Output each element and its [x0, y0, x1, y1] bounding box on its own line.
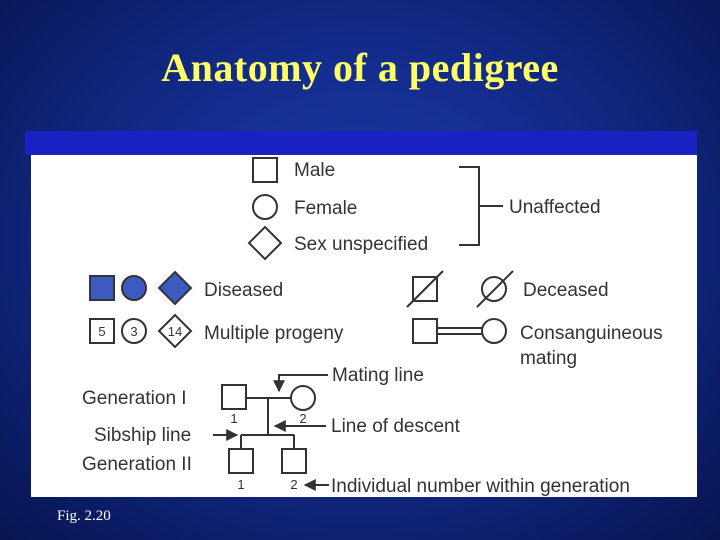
- diseased-unspecified-symbol: [157, 270, 193, 306]
- male-symbol: [252, 157, 278, 183]
- label-deceased: Deceased: [523, 280, 609, 301]
- slide-title: Anatomy of a pedigree: [161, 45, 559, 90]
- diseased-male-symbol: [89, 275, 115, 301]
- label-male: Male: [294, 160, 335, 181]
- panel-header-bar: [25, 131, 697, 155]
- label-consanguineous: Consanguineous: [520, 323, 663, 344]
- deceased-female-slash: [476, 270, 514, 308]
- female-symbol: [252, 194, 278, 220]
- gen1-male-symbol: [221, 384, 247, 410]
- consanguineous-female-symbol: [481, 318, 507, 344]
- label-unaffected: Unaffected: [509, 197, 601, 218]
- gen2-number-1: 1: [237, 477, 244, 492]
- label-sex-unspecified: Sex unspecified: [294, 234, 428, 255]
- label-consanguineous-mating: mating: [520, 348, 577, 369]
- progeny-count-male: 5: [98, 324, 105, 339]
- progeny-count-unspecified: 14: [168, 324, 182, 339]
- label-female: Female: [294, 198, 357, 219]
- label-mating-line: Mating line: [332, 365, 424, 386]
- gen1-number-2: 2: [299, 411, 306, 426]
- consanguineous-male-symbol: [412, 318, 438, 344]
- gen2-number-2: 2: [290, 477, 297, 492]
- progeny-female-symbol: [121, 318, 147, 344]
- label-diseased: Diseased: [204, 280, 283, 301]
- label-multiple-progeny: Multiple progeny: [204, 323, 344, 344]
- label-generation-2: Generation II: [82, 454, 192, 475]
- label-sibship-line: Sibship line: [94, 425, 191, 446]
- progeny-count-female: 3: [130, 324, 137, 339]
- gen2-male-symbol-1: [228, 448, 254, 474]
- gen1-number-1: 1: [230, 411, 237, 426]
- mating-line-arrow: [273, 374, 328, 393]
- label-line-of-descent: Line of descent: [331, 416, 461, 437]
- gen1-female-symbol: [290, 385, 316, 411]
- figure-caption: Fig. 2.20: [57, 508, 111, 524]
- sex-unspecified-symbol: [247, 225, 283, 261]
- progeny-unspecified-symbol: [157, 313, 193, 349]
- pedigree-legend-figure: 5 3 14 Male Female Sex unspecified Unaff…: [31, 155, 697, 497]
- deceased-male-slash: [406, 270, 444, 308]
- label-generation-1: Generation I: [82, 388, 187, 409]
- progeny-male-symbol: [89, 318, 115, 344]
- diseased-female-symbol: [121, 275, 147, 301]
- gen2-male-symbol-2: [281, 448, 307, 474]
- label-individual-number: Individual number within generation: [331, 476, 630, 497]
- pedigree-legend-svg: 5 3 14 Male Female Sex unspecified Unaff…: [82, 157, 663, 497]
- unaffected-bracket: [459, 166, 480, 246]
